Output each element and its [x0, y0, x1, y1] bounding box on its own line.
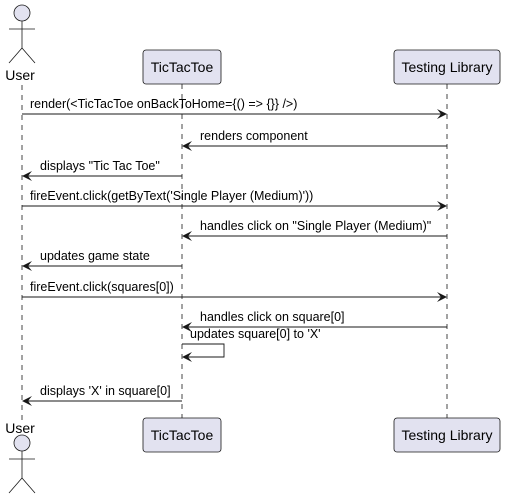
message-label: fireEvent.click(getByText('Single Player…: [30, 189, 313, 203]
participant-testing-library-top: Testing Library: [393, 49, 501, 85]
participant-name: User: [5, 67, 35, 83]
participant-tictactoe-top: TicTacToe: [142, 49, 222, 85]
message-label: render(<TicTacToe onBackToHome={() => {}…: [30, 97, 297, 111]
actor-top: User: [5, 4, 36, 83]
actor-bottom: User: [5, 420, 36, 494]
participant-name: Testing Library: [401, 427, 492, 443]
message-10: displays 'X' in square[0]: [22, 384, 182, 406]
participant-testing-library-bottom: Testing Library: [393, 417, 501, 453]
actor-leg-left: [8, 47, 23, 64]
message-label: displays "Tic Tac Toe": [40, 159, 160, 173]
message-9: updates square[0] to 'X': [182, 327, 321, 362]
message-5: handles click on "Single Player (Medium)…: [182, 219, 447, 241]
participant-name: TicTacToe: [151, 59, 214, 75]
actor-leg-right: [21, 47, 36, 64]
participant-name: Testing Library: [401, 59, 492, 75]
participant-box: [393, 49, 501, 85]
message-label: displays 'X' in square[0]: [40, 384, 171, 398]
participant-name: TicTacToe: [151, 427, 214, 443]
participant-tictactoe-bottom: TicTacToe: [142, 417, 222, 453]
message-label: renders component: [200, 129, 308, 143]
participant-box: [142, 49, 222, 85]
message-2: renders component: [182, 129, 447, 151]
participant-box: [142, 417, 222, 453]
self-message-arrow: [182, 343, 225, 362]
participant-name: User: [5, 420, 35, 436]
message-4: fireEvent.click(getByText('Single Player…: [22, 189, 447, 211]
message-label: fireEvent.click(squares[0]): [30, 280, 174, 294]
message-8: handles click on square[0]: [182, 310, 447, 332]
message-label: updates game state: [40, 249, 150, 263]
message-7: fireEvent.click(squares[0]): [22, 280, 447, 302]
message-label: handles click on "Single Player (Medium)…: [200, 219, 431, 233]
message-6: updates game state: [22, 249, 182, 271]
message-1: render(<TicTacToe onBackToHome={() => {}…: [22, 97, 447, 119]
actor-head-icon: [13, 434, 31, 452]
message-3: displays "Tic Tac Toe": [22, 159, 182, 181]
message-label: updates square[0] to 'X': [190, 327, 321, 341]
participant-box: [393, 417, 501, 453]
message-label: handles click on square[0]: [200, 310, 345, 324]
actor-leg-right: [21, 477, 36, 494]
actor-head-icon: [13, 4, 31, 22]
actor-leg-left: [8, 477, 23, 494]
